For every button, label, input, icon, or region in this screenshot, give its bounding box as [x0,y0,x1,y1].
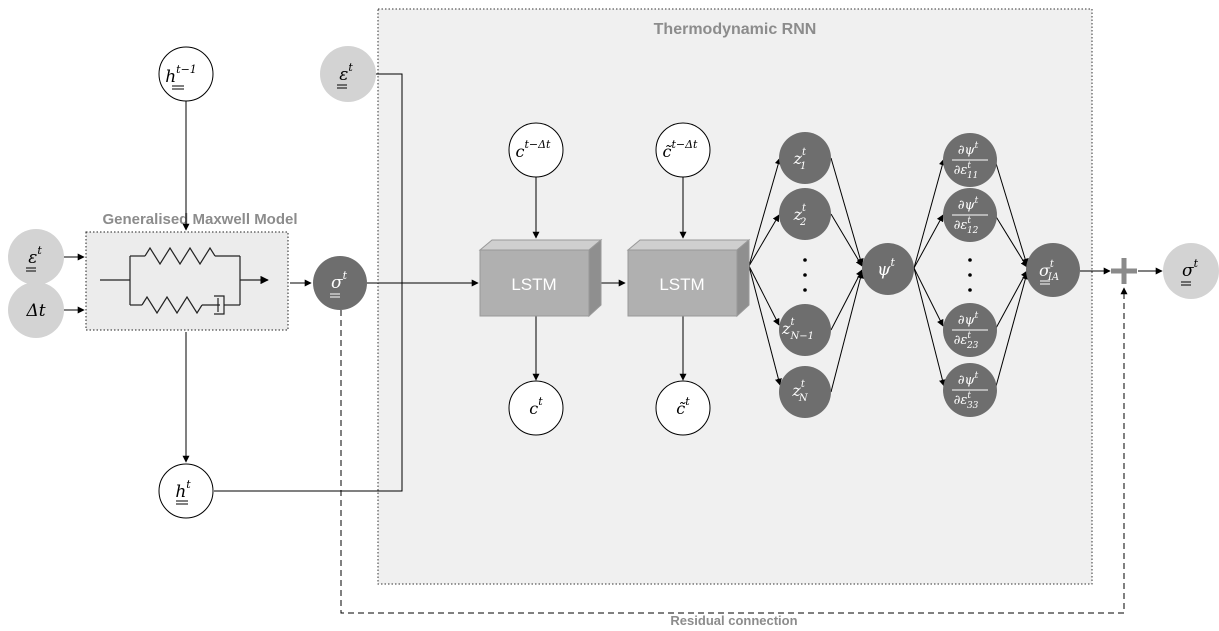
svg-text:∂ψt: ∂ψt [958,311,979,328]
node-c-prev: ct−Δt [508,122,564,178]
lstm-1-label: LSTM [511,275,556,294]
svg-text:zt1: zt1 [793,147,807,172]
lstm-block-1: LSTM [478,238,603,318]
node-psi: ψt [862,243,914,295]
node-sigma-output: σt [1163,243,1219,299]
svg-text:ct: ct [529,395,543,418]
connections [63,73,1163,614]
svg-text:ht: ht [175,478,191,502]
svg-text:∂ψt: ∂ψt [958,196,979,213]
node-c-new: ct [508,380,564,436]
svg-text:ztN−1: ztN−1 [781,317,814,342]
svg-text:εt: εt [339,61,353,85]
svg-text:ztN: ztN [791,379,808,404]
svg-text:ht−1: ht−1 [165,63,197,87]
node-ctilde-new: c̃t [655,380,711,436]
svg-text:Δt: Δt [25,301,45,321]
svg-text:ψt: ψt [877,256,895,280]
svg-text:ct−Δt: ct−Δt [516,138,552,161]
lstm-2-label: LSTM [659,275,704,294]
node-dt-input: Δt [8,282,64,338]
sum-operator [1111,258,1137,284]
derivative-ellipsis [968,258,972,292]
node-eps-input: εt [8,229,64,285]
z-ellipsis [803,258,807,292]
maxwell-box [85,231,289,331]
node-h-prev: ht−1 [158,46,214,102]
node-sigma-mid: σt [313,256,367,310]
lstm-block-2: LSTM [626,238,751,318]
node-h-new: ht [158,463,214,519]
svg-text:σt: σt [331,269,348,293]
maxwell-schematic [100,246,269,315]
residual-label: Residual connection [670,613,797,628]
svg-text:c̃t: c̃t [676,395,690,418]
maxwell-title: Generalised Maxwell Model [102,211,297,228]
svg-text:c̃t−Δt: c̃t−Δt [663,138,699,161]
rnn-title: Thermodynamic RNN [654,21,817,38]
node-eps-top: εt [320,46,376,102]
svg-text:∂ψt: ∂ψt [958,141,979,158]
svg-text:σt: σt [1182,257,1199,281]
svg-text:zt2: zt2 [793,203,807,228]
svg-text:εt: εt [28,244,42,268]
node-ctilde-prev: c̃t−Δt [655,122,711,178]
svg-text:∂ψt: ∂ψt [958,371,979,388]
